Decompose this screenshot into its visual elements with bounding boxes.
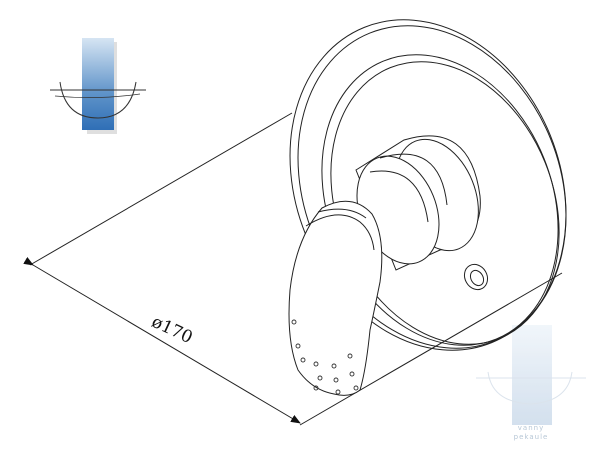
dimension-lines: [23, 112, 563, 426]
lever-handle: [288, 200, 383, 396]
watermark-text-line2: pekaule: [513, 433, 549, 441]
bath-logo-icon: [50, 38, 146, 134]
cartridge-body: [355, 135, 481, 271]
set-screw: [463, 263, 489, 291]
handle-dots: [291, 319, 359, 395]
watermark-text-line1: vanny: [517, 424, 545, 432]
bath-watermark-icon: [476, 325, 586, 425]
